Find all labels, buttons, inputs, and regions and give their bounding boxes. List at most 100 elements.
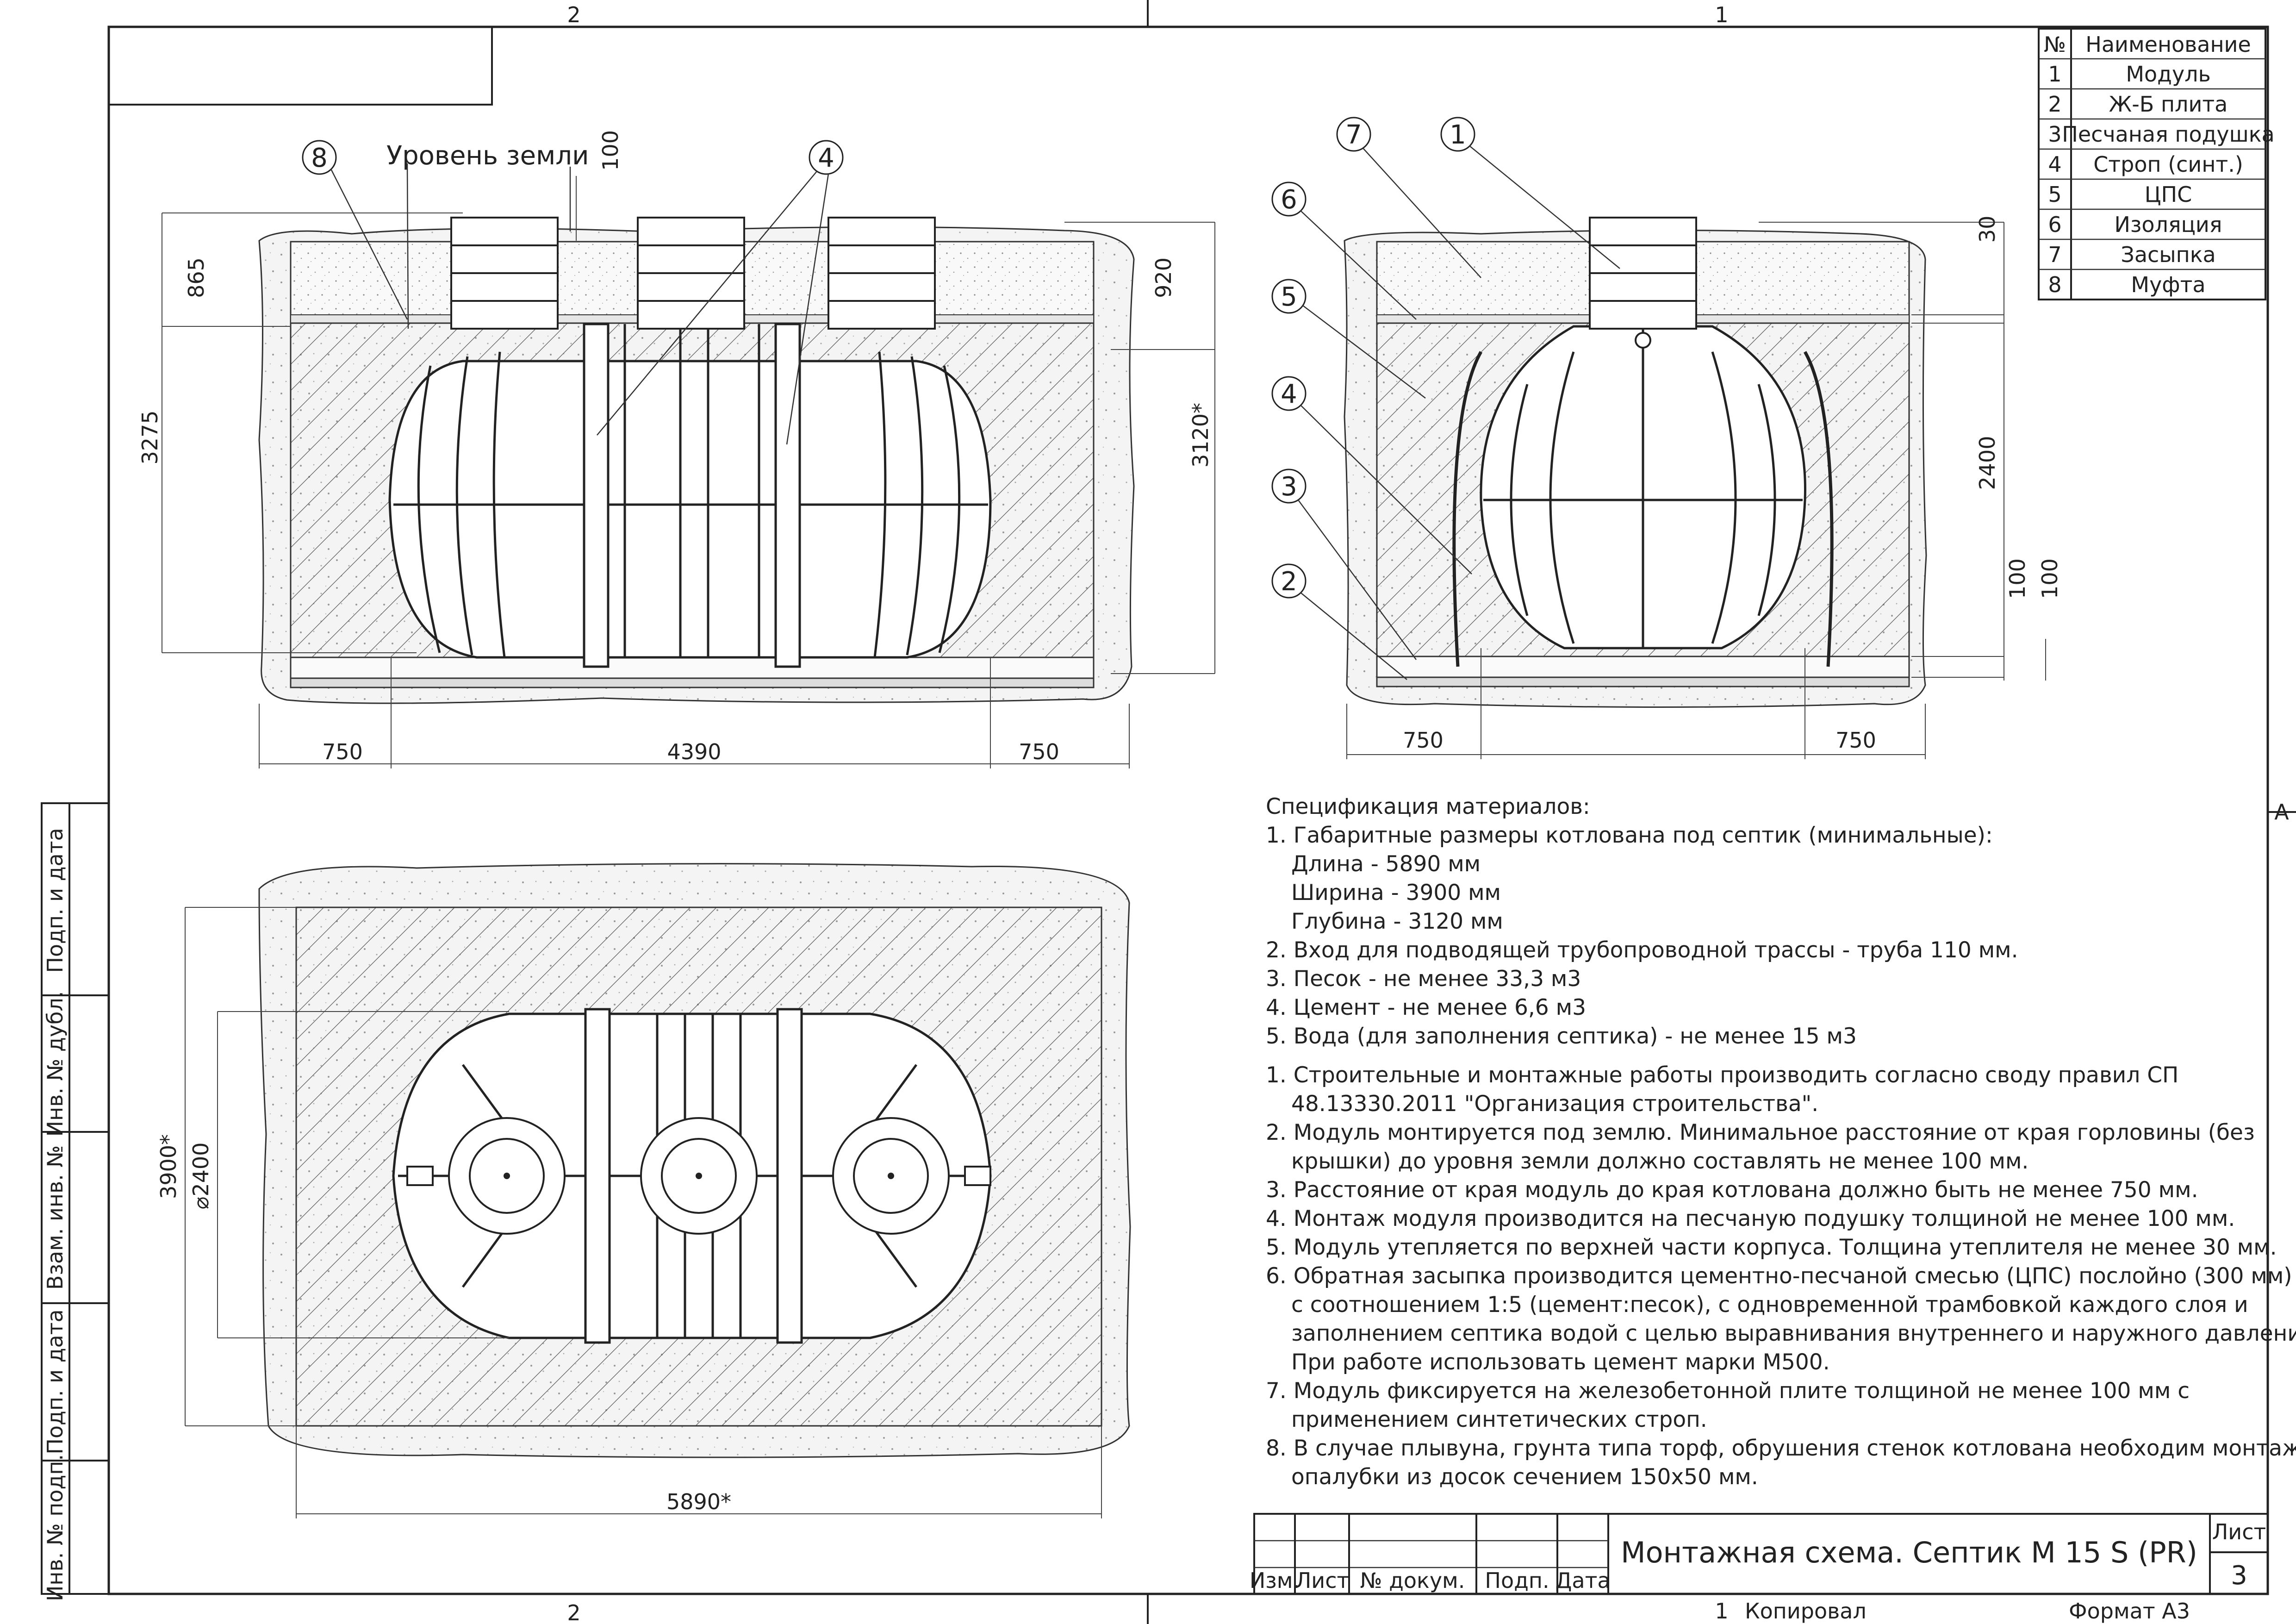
legend-table: № Наименование 1 Модуль 2 Ж-Б плита 3 Пе… xyxy=(2038,28,2275,300)
footer-copied: Копировал xyxy=(1745,1599,1867,1624)
callout-2: 2 xyxy=(1281,567,1297,597)
sling-strap xyxy=(776,1008,803,1344)
legend-row-name: Изоляция xyxy=(2115,212,2222,237)
callout-4: 4 xyxy=(1281,379,1297,409)
sand-cushion xyxy=(1376,656,1910,678)
sling-strap xyxy=(1452,351,1834,667)
dimension-lines xyxy=(185,907,1102,1518)
note-line: 7. Модуль фиксируется на железобетонной … xyxy=(1266,1378,2190,1404)
note-line: опалубки из досок сечением 150х50 мм. xyxy=(1291,1464,1758,1490)
dim-100: 100 xyxy=(598,130,623,171)
dim-750-left: 750 xyxy=(1403,728,1444,753)
spec-line: Глубина - 3120 мм xyxy=(1291,909,1503,934)
note-line: 4. Монтаж модуля производится на песчану… xyxy=(1266,1206,2235,1231)
legend-row-num: 3 xyxy=(2048,122,2061,147)
dim-3275: 3275 xyxy=(137,410,162,464)
note-line: 3. Расстояние от края модуль до края кот… xyxy=(1266,1177,2198,1203)
legend-row-name: Песчаная подушка xyxy=(2062,122,2274,147)
sling-strap xyxy=(584,1008,611,1344)
legend-row-num: 1 xyxy=(2048,62,2061,87)
title-block: Изм. Лист № докум. Подп. Дата Монтажная … xyxy=(1250,1513,2269,1595)
spec-line: 4. Цемент - не менее 6,6 м3 xyxy=(1266,995,1586,1020)
plan-view: 3900* ⌀2400 5890* xyxy=(156,863,1131,1518)
stamp-podp: Подп. xyxy=(1485,1568,1549,1593)
side-stamp-cell: Инв. № подп. xyxy=(43,1454,68,1601)
neck-top-views xyxy=(406,1117,991,1235)
note-line: применением синтетических строп. xyxy=(1291,1407,1707,1432)
footer: 1 Копировал Формат А3 xyxy=(1715,1599,2190,1624)
stamp-izm: Изм. xyxy=(1250,1568,1300,1593)
side-stamp: Подп. и дата Инв. № дубл. Взам. инв. № П… xyxy=(41,802,110,1601)
dim-4390: 4390 xyxy=(667,739,721,764)
spec-line: 3. Песок - не менее 33,3 м3 xyxy=(1266,966,1581,992)
note-line: 5. Модуль утепляется по верхней части ко… xyxy=(1266,1235,2277,1260)
note-line: 8. В случае плывуна, грунта типа торф, о… xyxy=(1266,1436,2296,1461)
legend-header-name: Наименование xyxy=(2085,32,2251,57)
stamp-doc-no: № докум. xyxy=(1360,1568,1465,1593)
dim-750-right: 750 xyxy=(1019,739,1059,764)
side-stamp-cell: Подп. и дата xyxy=(43,1309,68,1454)
note-line: 1. Строительные и монтажные работы произ… xyxy=(1266,1062,2178,1088)
spec-line: 2. Вход для подводящей трубопроводной тр… xyxy=(1266,937,2018,963)
legend-row-num: 8 xyxy=(2048,272,2061,297)
callout-3: 3 xyxy=(1281,472,1297,502)
callout-1: 1 xyxy=(1450,120,1466,150)
sand-cushion xyxy=(290,656,1095,679)
note-line: 2. Модуль монтируется под землю. Минимал… xyxy=(1266,1120,2255,1145)
dimension-lines xyxy=(162,176,1215,768)
dim-2400: ⌀2400 xyxy=(188,1143,213,1210)
side-section-view: 8 4 Уровень земли 100 865 3275 920 3120*… xyxy=(137,130,1215,768)
spec-line: 1. Габаритные размеры котлована под септ… xyxy=(1266,823,1993,848)
module-ribs xyxy=(393,324,988,658)
dim-750-right: 750 xyxy=(1836,728,1876,753)
callout-4: 4 xyxy=(818,143,834,173)
note-line: 6. Обратная засыпка производится цементн… xyxy=(1266,1263,2292,1289)
spec-title: Спецификация материалов: xyxy=(1266,794,1590,819)
end-section-view: 7 1 6 5 4 3 2 30 2400 100 100 750 750 xyxy=(1271,117,2062,759)
zone-label-bottom-right: 1 xyxy=(1715,1599,1728,1624)
ground-level-label: Уровень земли xyxy=(386,141,589,171)
note-line: крышки) до уровня земли должно составлят… xyxy=(1291,1149,2028,1174)
callout-6: 6 xyxy=(1281,185,1297,215)
side-stamp-cell: Взам. инв. № xyxy=(43,1145,68,1290)
zone-label-top-left: 2 xyxy=(567,2,580,27)
sheet-label: Лист xyxy=(2212,1519,2266,1544)
callout-5: 5 xyxy=(1281,282,1297,312)
spec-line: Ширина - 3900 мм xyxy=(1291,880,1501,906)
sheet-number: 3 xyxy=(2231,1561,2247,1591)
module-ribs xyxy=(1483,326,1803,648)
legend-row-name: Засыпка xyxy=(2121,242,2215,267)
dim-3120: 3120* xyxy=(1188,403,1213,468)
dimension-lines xyxy=(1346,222,2046,759)
dim-750-left: 750 xyxy=(322,739,363,764)
sling-strap xyxy=(583,323,610,668)
drawing-title: Монтажная схема. Септик М 15 S (PR) xyxy=(1621,1536,2197,1569)
legend-row-num: 6 xyxy=(2048,212,2061,237)
legend-row-num: 2 xyxy=(2048,92,2061,117)
module-neck xyxy=(450,217,936,330)
side-stamp-cell: Инв. № дубл. xyxy=(43,991,68,1137)
zone-label-bottom-left: 2 xyxy=(567,1600,580,1624)
note-line: с соотношением 1:5 (цемент:песок), с одн… xyxy=(1291,1292,2248,1318)
legend-row-name: Строп (синт.) xyxy=(2093,152,2243,177)
sling-strap xyxy=(774,323,801,668)
note-line: При работе использовать цемент марки М50… xyxy=(1291,1349,1830,1375)
septic-module-body xyxy=(388,360,992,659)
legend-row-name: Муфта xyxy=(2131,272,2205,297)
side-stamp-cell: Подп. и дата xyxy=(43,828,68,973)
dim-920: 920 xyxy=(1151,257,1176,298)
callouts: 7 1 6 5 4 3 2 xyxy=(1271,117,1620,680)
dim-100: 100 xyxy=(2005,558,2030,599)
legend-header-num: № xyxy=(2044,32,2066,57)
spec-line: Длина - 5890 мм xyxy=(1291,851,1481,877)
dim-100: 100 xyxy=(2037,558,2062,599)
legend-row-num: 4 xyxy=(2048,152,2061,177)
stamp-list: Лист xyxy=(1295,1568,1350,1593)
legend-row-name: Модуль xyxy=(2126,62,2210,87)
dim-865: 865 xyxy=(184,257,209,298)
module-neck xyxy=(1589,217,1697,349)
concrete-slab xyxy=(1376,676,1910,687)
dim-3900: 3900* xyxy=(156,1134,181,1199)
note-line: заполнением септика водой с целью выравн… xyxy=(1291,1321,2296,1346)
